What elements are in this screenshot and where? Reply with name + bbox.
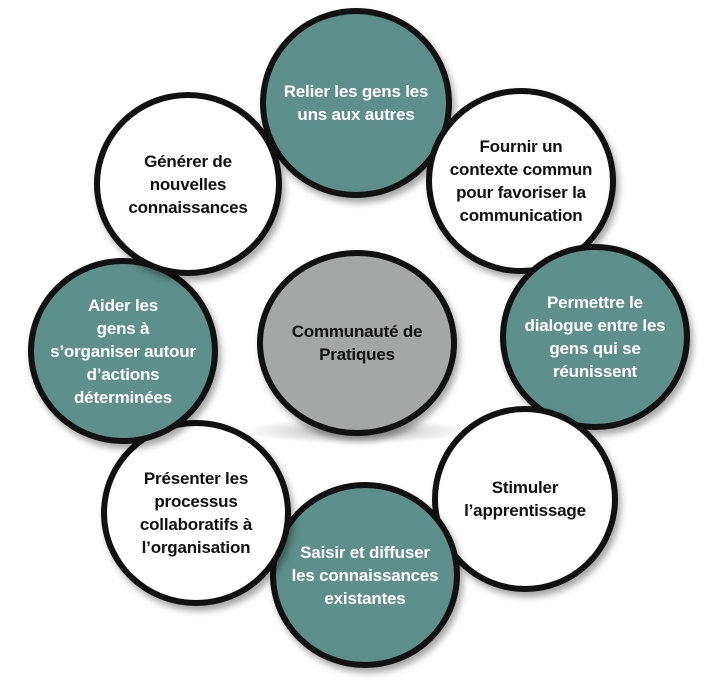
node-presenter: Présenter les processus collaboratifs à … — [101, 420, 291, 606]
center-circle: Communauté de Pratiques — [257, 250, 457, 436]
node-stimuler: Stimuler l’apprentissage — [432, 406, 618, 592]
node-label-presenter: Présenter les processus collaboratifs à … — [139, 469, 253, 557]
node-fournir: Fournir un contexte commun pour favorise… — [426, 88, 616, 274]
node-label-saisir: Saisir et diffuser les connaissances exi… — [291, 542, 439, 608]
center-label: Communauté de Pratiques — [291, 322, 423, 364]
node-label-generer: Générer de nouvelles connaissances — [128, 151, 248, 217]
node-label-fournir: Fournir un contexte commun pour favorise… — [449, 137, 593, 225]
node-label-relier: Relier les gens les uns aux autres — [283, 82, 429, 124]
node-aider: Aider les gens à s’organiser autour d’ac… — [28, 258, 218, 444]
node-permettre: Permettre le dialogue entre les gens qui… — [500, 244, 690, 430]
node-label-aider: Aider les gens à s’organiser autour d’ac… — [50, 295, 196, 407]
node-relier: Relier les gens les uns aux autres — [260, 8, 452, 198]
node-label-permettre: Permettre le dialogue entre les gens qui… — [524, 293, 666, 381]
node-generer: Générer de nouvelles connaissances — [94, 92, 282, 276]
node-saisir: Saisir et diffuser les connaissances exi… — [270, 482, 460, 668]
node-label-stimuler: Stimuler l’apprentissage — [464, 478, 586, 520]
